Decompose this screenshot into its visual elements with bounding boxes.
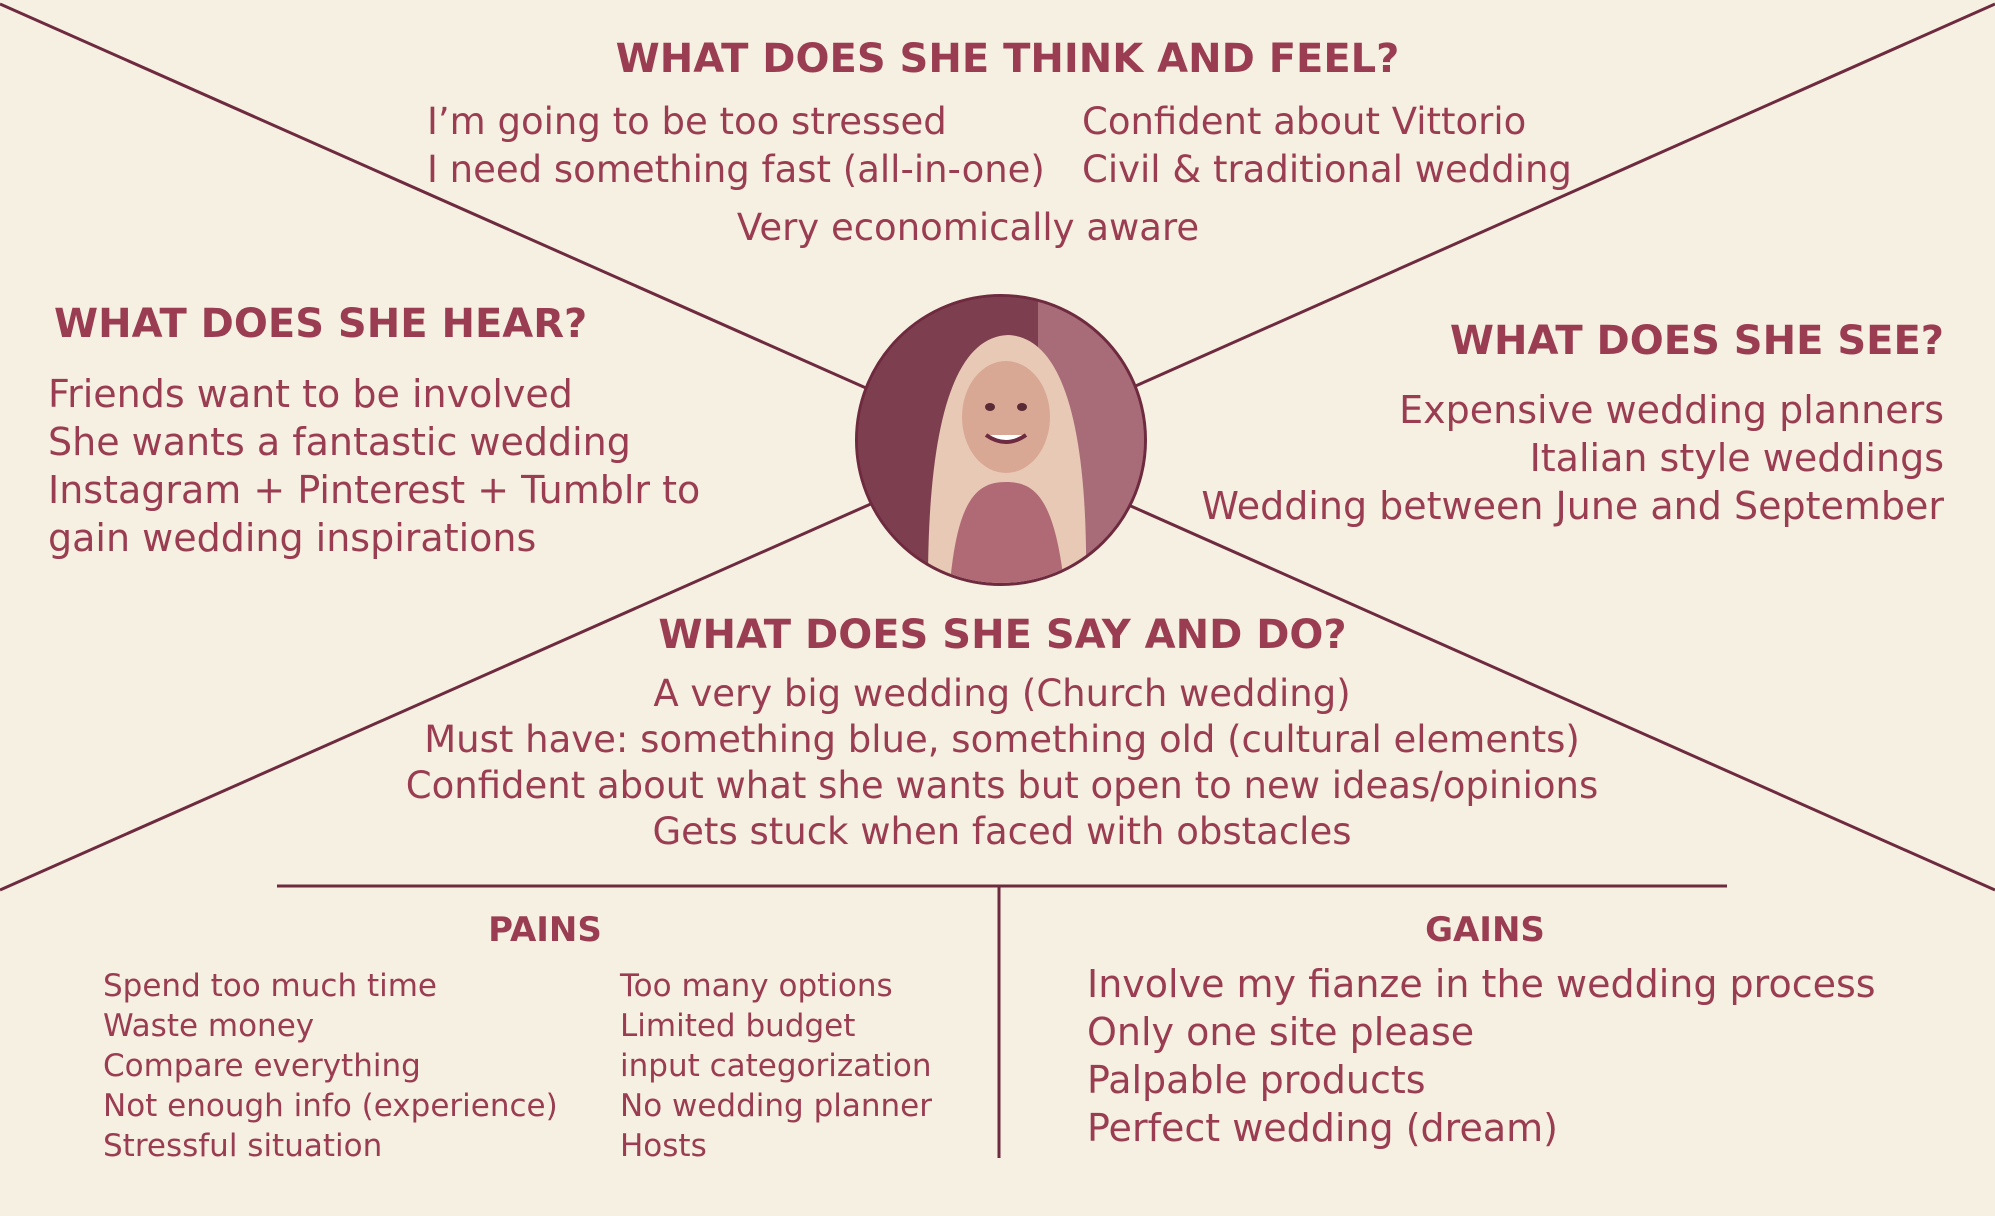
pain-item: Waste money [103,1008,315,1044]
think-feel-heading: WHAT DOES SHE THINK AND FEEL? [615,36,1400,82]
see-heading: WHAT DOES SHE SEE? [1449,318,1944,364]
pains-heading: PAINS [488,910,602,950]
pains-column-1: Spend too much time Waste money Compare … [103,966,558,1166]
think-feel-right-list: Confident about Vittorio Civil & traditi… [1082,98,1572,194]
hear-item: Instagram + Pinterest + Tumblr to [48,468,701,512]
say-do-item: Gets stuck when faced with obstacles [652,810,1352,853]
say-do-list: A very big wedding (Church wedding) Must… [302,671,1702,855]
say-do-heading: WHAT DOES SHE SAY AND DO? [658,612,1347,658]
hear-list: Friends want to be involved She wants a … [48,370,700,562]
persona-avatar [855,294,1147,586]
say-do-item: Must have: something blue, something old… [424,718,1580,761]
pain-item: Not enough info (experience) [103,1088,558,1124]
think-feel-left-list: I’m going to be too stressed I need some… [427,98,1045,194]
hear-item: gain wedding inspirations [48,516,537,560]
gain-item: Involve my fianze in the wedding process [1087,962,1876,1006]
pain-item: Hosts [620,1128,707,1164]
pain-item: Too many options [620,968,893,1004]
pain-item: Limited budget [620,1008,856,1044]
think-feel-item: I’m going to be too stressed [427,100,947,143]
hear-heading: WHAT DOES SHE HEAR? [54,301,588,347]
gain-item: Perfect wedding (dream) [1087,1106,1558,1150]
pains-column-2: Too many options Limited budget input ca… [620,966,932,1166]
gains-heading: GAINS [1425,910,1545,950]
persona-photo-icon [858,297,1144,583]
divider-top-right [1130,2,1995,390]
think-feel-center-item: Very economically aware [736,206,1200,249]
think-feel-item: Confident about Vittorio [1082,100,1527,143]
pain-item: Spend too much time [103,968,437,1004]
see-item: Wedding between June and September [1201,484,1944,528]
see-item: Italian style weddings [1529,436,1944,480]
see-item: Expensive wedding planners [1399,388,1944,432]
gain-item: Only one site please [1087,1010,1475,1054]
divider-bottom-right [1123,501,1995,892]
say-do-item: Confident about what she wants but open … [405,764,1599,807]
hear-item: She wants a fantastic wedding [48,420,631,464]
gains-list: Involve my fianze in the wedding process… [1087,960,1876,1152]
pain-item: Stressful situation [103,1128,383,1164]
say-do-item: A very big wedding (Church wedding) [653,672,1351,715]
pain-item: Compare everything [103,1048,421,1084]
divider-top-left [0,2,867,390]
hear-item: Friends want to be involved [48,372,573,416]
think-feel-item: I need something fast (all-in-one) [427,148,1045,191]
pain-item: No wedding planner [620,1088,932,1124]
pain-item: input categorization [620,1048,932,1084]
think-feel-item: Civil & traditional wedding [1082,148,1572,191]
divider-bottom-left [0,501,874,892]
see-list: Expensive wedding planners Italian style… [1144,386,1944,530]
gain-item: Palpable products [1087,1058,1426,1102]
